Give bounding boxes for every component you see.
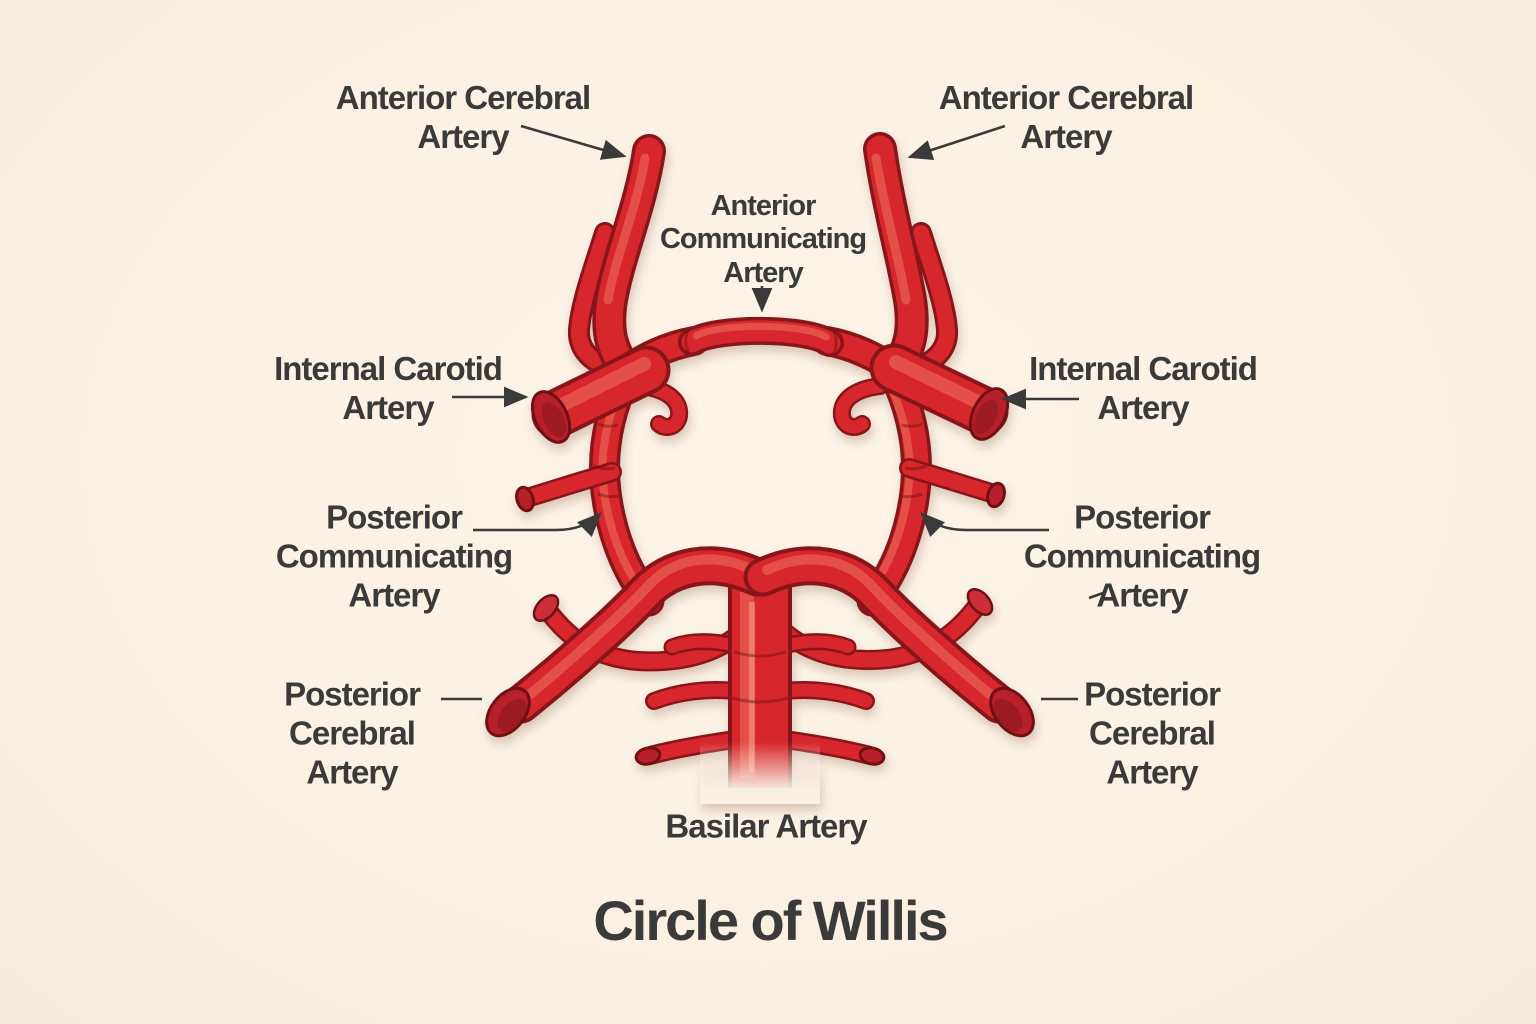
anterior-cerebral-branch-left <box>567 222 616 376</box>
label-posterior-communicating-artery-right: Posterior Communicating Artery <box>1023 498 1261 614</box>
label-anterior-communicating-artery: Anterior Communicating Artery <box>659 189 867 289</box>
leader-arrow-anterior-cerebral-left <box>520 124 627 160</box>
basilar-fade <box>700 742 820 804</box>
internal-carotid-artery-right-vessel <box>869 343 1010 441</box>
label-basilar-artery: Basilar Artery <box>665 807 867 845</box>
label-posterior-cerebral-artery-right: Posterior Cerebral Artery <box>1084 675 1221 791</box>
anterior-cerebral-artery-right-vessel <box>863 132 929 386</box>
artery-network <box>485 132 1035 804</box>
figure-title: Circle of Willis <box>593 888 948 952</box>
vessel-seams <box>593 422 927 499</box>
label-anterior-cerebral-artery-right: Anterior Cerebral Artery <box>938 79 1194 155</box>
posterior-cerebral-artery-right-vessel <box>743 546 1035 738</box>
posterior-communicating-artery-right-vessel <box>856 358 932 617</box>
lateral-branch-left <box>515 462 622 513</box>
label-anterior-cerebral-artery-left: Anterior Cerebral Artery <box>335 79 591 155</box>
lateral-branch-right <box>899 458 1006 509</box>
leader-arrow-posterior-communicating-left <box>473 512 602 537</box>
hook-branch-right <box>832 377 889 436</box>
leader-lines <box>441 124 1104 701</box>
anterior-communicating-artery-vessel <box>678 316 844 357</box>
label-posterior-cerebral-artery-left: Posterior Cerebral Artery <box>284 675 421 791</box>
label-internal-carotid-artery-right: Internal Carotid Artery <box>1029 350 1258 426</box>
hook-branch-left <box>632 377 689 436</box>
label-posterior-communicating-artery-left: Posterior Communicating Artery <box>275 498 513 614</box>
anterior-cerebral-artery-left-vessel <box>592 134 666 386</box>
leader-arrow-anterior-cerebral-right <box>907 124 1006 161</box>
anterior-cerebral-branch-right <box>910 222 959 376</box>
internal-carotid-artery-left-vessel <box>530 345 671 444</box>
leader-arrow-posterior-communicating-right <box>920 512 1049 537</box>
leader-tick-artifact <box>1088 591 1104 600</box>
posterior-cerebral-artery-left-vessel <box>485 546 777 738</box>
label-internal-carotid-artery-left: Internal Carotid Artery <box>274 350 503 426</box>
